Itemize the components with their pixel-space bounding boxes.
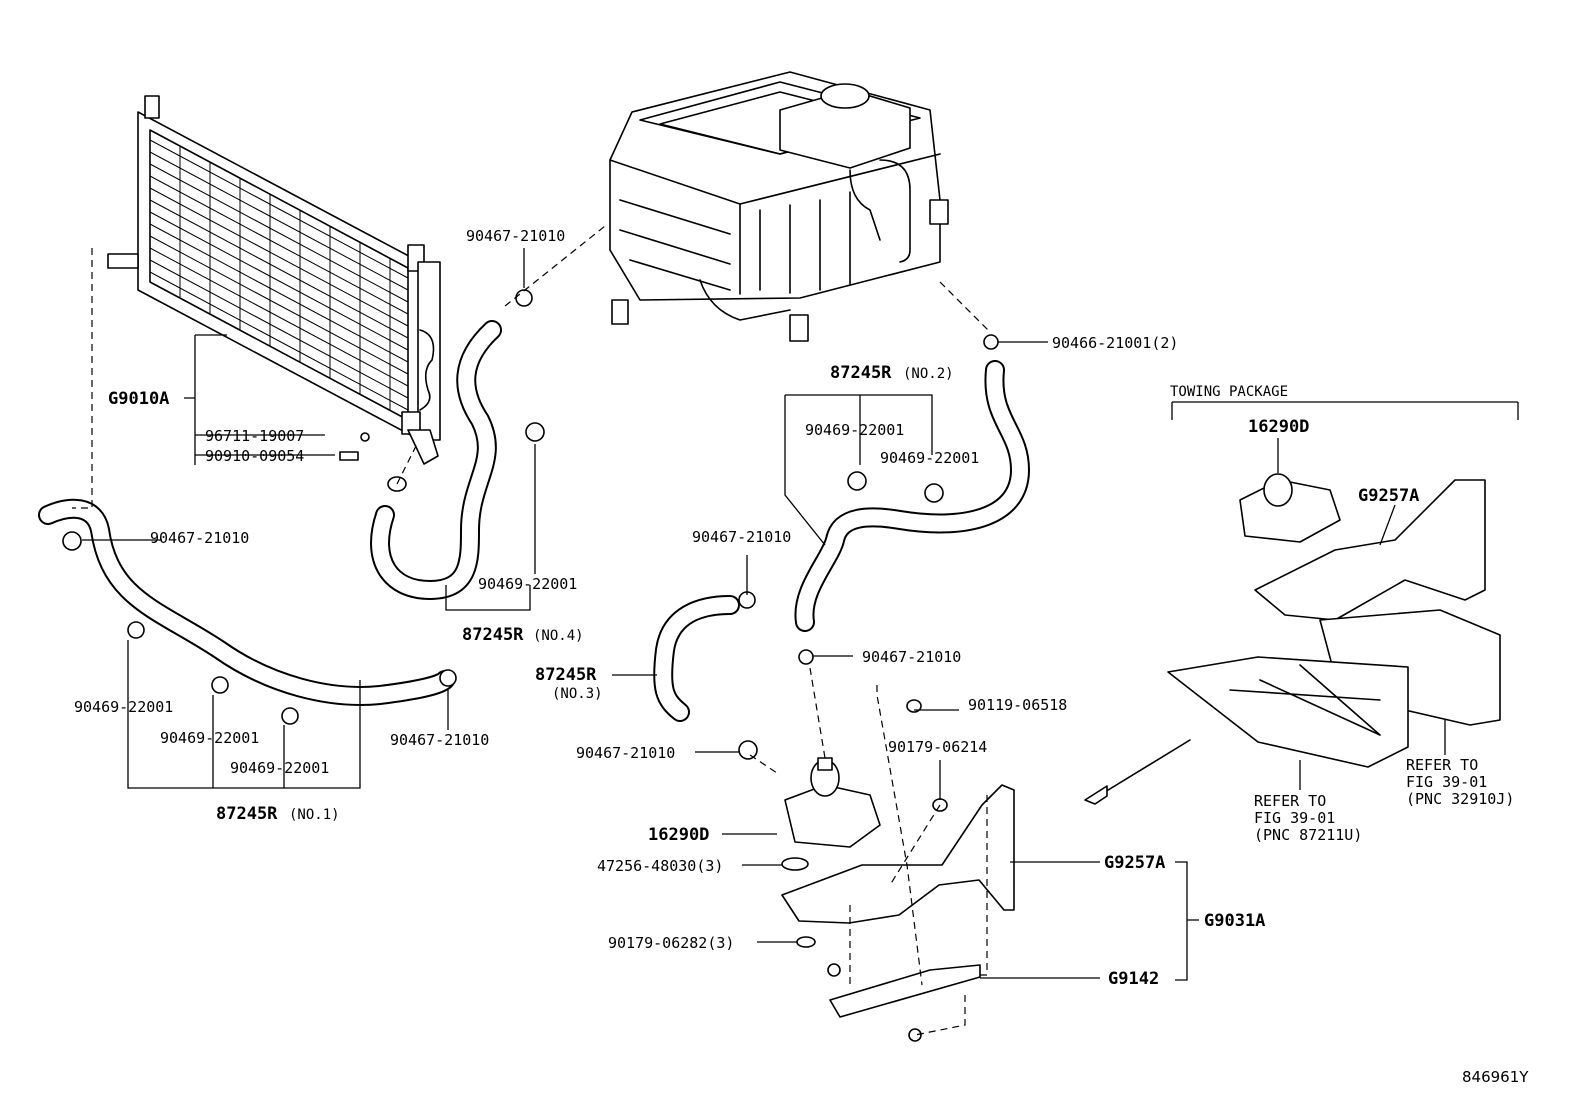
label-g9031a: G9031A [1204,911,1265,931]
label-87245r-no2: 87245R [830,363,892,383]
label-refer-87211u-line3: (PNC 87211U) [1254,826,1362,844]
alignment-lines [72,225,991,1036]
label-90179-06214: 90179-06214 [888,738,987,756]
label-87245r-no3: 87245R [535,665,597,685]
label-90469-22001-d: 90469-22001 [230,759,329,777]
label-90469-22001-e: 90469-22001 [805,421,904,439]
label-90467-21010-b: 90467-21010 [150,529,249,547]
label-90466-21001: 90466-21001(2) [1052,334,1178,352]
part-labels: 90467-21010 G9010A 96711-19007 90910-090… [74,227,1529,1086]
hose-no2-illustration [794,360,1030,632]
label-87245r-no1-suffix: (NO.1) [289,807,340,823]
label-87245r-no4-suffix: (NO.4) [533,628,584,644]
label-90467-21010-c: 90467-21010 [390,731,489,749]
label-16290d-towing: 16290D [1248,417,1309,437]
label-87245r-no4: 87245R [462,625,524,645]
radiator-illustration [107,95,441,492]
label-refer-87211u-line2: FIG 39-01 [1254,809,1335,827]
label-87245r-no3-suffix: (NO.3) [552,686,603,702]
label-g9257a: G9257A [1104,853,1165,873]
hose-no1-illustration [38,498,455,706]
inverter-assembly-illustration [609,71,949,342]
label-87245r-no2-suffix: (NO.2) [903,366,954,382]
label-90469-22001-f: 90469-22001 [880,449,979,467]
hose-no3-illustration [653,595,740,722]
label-refer-32910j-line1: REFER TO [1406,756,1478,774]
label-90469-22001-a: 90469-22001 [478,575,577,593]
label-90910-09054: 90910-09054 [205,447,304,465]
label-90467-21010-a: 90467-21010 [466,227,565,245]
label-90119-06518: 90119-06518 [968,696,1067,714]
label-g9010a: G9010A [108,389,169,409]
label-16290d: 16290D [648,825,709,845]
leader-lines [82,248,1519,981]
label-refer-32910j-line3: (PNC 32910J) [1406,790,1514,808]
label-90179-06282: 90179-06282(3) [608,934,734,952]
hose-no4-illustration [370,320,502,600]
label-90469-22001-c: 90469-22001 [160,729,259,747]
clamp-icons [62,289,999,760]
water-pump-illustration [781,699,948,948]
label-towing-package: TOWING PACKAGE [1170,384,1288,400]
label-90469-22001-b: 90469-22001 [74,698,173,716]
diagram-id: 846961Y [1462,1068,1529,1086]
label-87245r-no1: 87245R [216,804,278,824]
label-g9257a-towing: G9257A [1358,486,1419,506]
label-90467-21010-d: 90467-21010 [692,528,791,546]
label-90467-21010-f: 90467-21010 [576,744,675,762]
label-47256-48030: 47256-48030(3) [597,857,723,875]
towing-package-illustration [1084,473,1501,805]
label-refer-32910j-line2: FIG 39-01 [1406,773,1487,791]
label-90467-21010-e: 90467-21010 [862,648,961,666]
label-refer-87211u-line1: REFER TO [1254,792,1326,810]
label-g9142: G9142 [1108,969,1159,989]
pump-bracket-illustration [781,784,1015,1042]
label-96711-19007: 96711-19007 [205,427,304,445]
